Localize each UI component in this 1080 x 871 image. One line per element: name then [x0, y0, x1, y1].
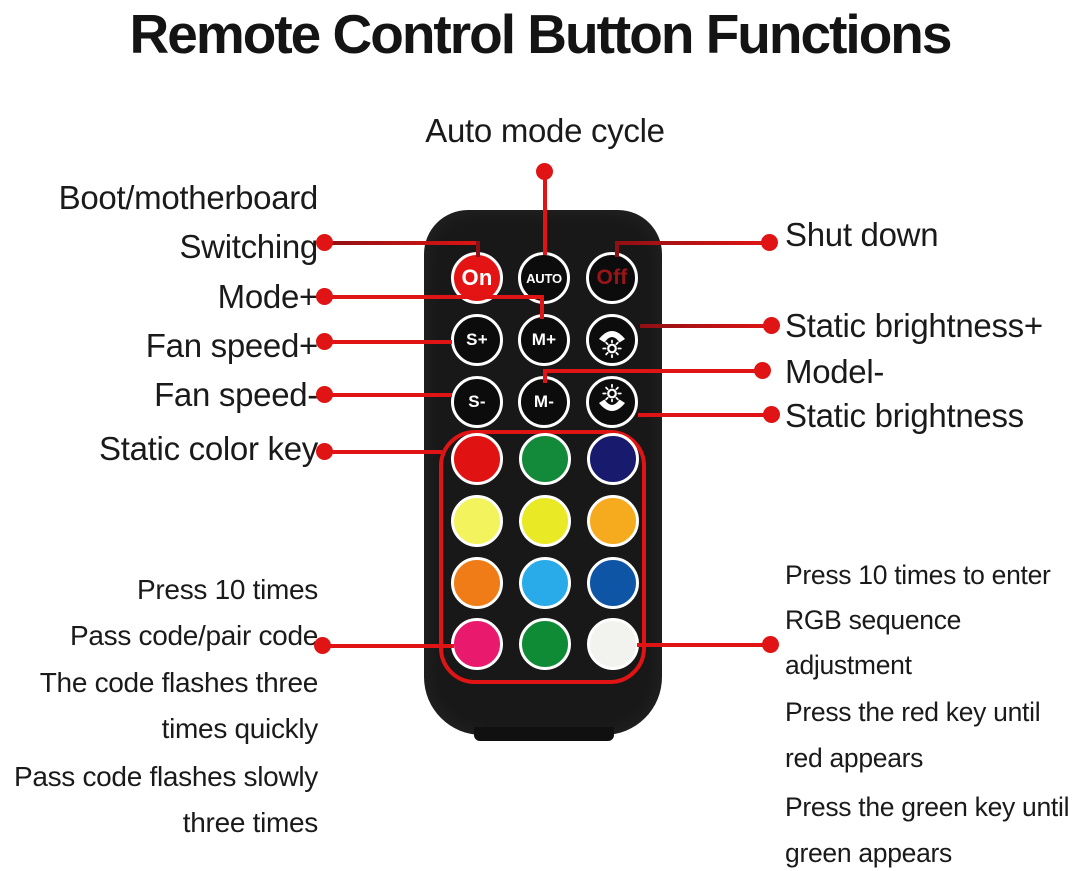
- note-green-appears: green appears: [785, 838, 953, 868]
- connector-dot-auto: [536, 163, 553, 180]
- callout-fan-speed-minus: Fan speed-: [154, 376, 318, 413]
- remote-notch: [474, 727, 614, 741]
- connector-static-brightness-plus-line: [640, 324, 772, 328]
- color-key-navy[interactable]: [587, 433, 639, 485]
- connector-model-minus-stub: [543, 369, 547, 383]
- note-press-red-key: Press the red key until: [785, 697, 1041, 727]
- connector-shutdown-stub: [615, 241, 619, 257]
- note-times-quickly: times quickly: [161, 713, 319, 744]
- connector-static-brightness-line: [638, 413, 772, 417]
- connector-fan-speed-plus-line: [325, 340, 452, 344]
- connector-rgb-adjustment-line: [637, 643, 772, 647]
- connector-model-minus-line: [545, 369, 759, 373]
- connector-dot-rgb-adjustment: [762, 636, 779, 653]
- note-rgb-sequence: RGB sequence: [785, 605, 962, 635]
- connector-fan-speed-minus-line: [325, 393, 452, 397]
- connector-dot-pass-code: [314, 637, 331, 654]
- color-key-light-yellow[interactable]: [451, 495, 503, 547]
- connector-dot-static-brightness-plus: [763, 317, 780, 334]
- connector-dot-model-minus: [754, 362, 771, 379]
- note-adjustment: adjustment: [785, 650, 912, 680]
- brightness-up-icon: [599, 331, 625, 359]
- callout-static-color-key: Static color key: [99, 430, 318, 467]
- note-red-appears: red appears: [785, 743, 924, 773]
- note-three-times: three times: [182, 807, 319, 838]
- note-press-green-key: Press the green key until: [785, 792, 1070, 822]
- off-button[interactable]: Off: [586, 252, 638, 304]
- callout-mode-plus: Mode+: [217, 278, 319, 315]
- color-key-yellow[interactable]: [519, 495, 571, 547]
- color-key-orange[interactable]: [451, 557, 503, 609]
- connector-switching-stub: [476, 241, 480, 257]
- remote-body: On AUTO Off S+ M+ S-: [424, 210, 662, 741]
- callout-auto-mode-cycle: Auto mode cycle: [425, 112, 665, 149]
- connector-dot-static-color-key: [316, 443, 333, 460]
- brightness-down-button[interactable]: [586, 376, 638, 428]
- page-title: Remote Control Button Functions: [129, 3, 953, 65]
- connector-dot-fan-speed-plus: [316, 333, 333, 350]
- connector-dot-shutdown: [761, 234, 778, 251]
- color-grid-outline: [439, 430, 646, 684]
- connector-dot-mode-plus: [316, 288, 333, 305]
- connector-switching-line: [325, 241, 480, 245]
- color-key-dark-green[interactable]: [519, 618, 571, 670]
- callout-boot-motherboard: Boot/motherboard: [58, 179, 319, 216]
- color-key-white[interactable]: [587, 618, 639, 670]
- note-press-10-times: Press 10 times: [137, 574, 318, 605]
- auto-button[interactable]: AUTO: [518, 252, 570, 304]
- connector-static-color-key-line: [325, 450, 442, 454]
- callout-fan-speed-plus: Fan speed+: [145, 327, 319, 364]
- color-key-blue[interactable]: [587, 557, 639, 609]
- connector-pass-code-line: [323, 644, 454, 648]
- brightness-up-button[interactable]: [586, 314, 638, 366]
- connector-dot-switching: [316, 234, 333, 251]
- callout-model-minus: Model-: [785, 353, 885, 390]
- s-minus-button[interactable]: S-: [451, 376, 503, 428]
- connector-mode-plus-stub: [540, 295, 544, 319]
- m-plus-button[interactable]: M+: [518, 314, 570, 366]
- callout-shut-down: Shut down: [785, 216, 939, 253]
- m-minus-button[interactable]: M-: [518, 376, 570, 428]
- color-key-amber[interactable]: [587, 495, 639, 547]
- callout-switching: Switching: [179, 228, 318, 265]
- note-code-flashes-three: The code flashes three: [39, 667, 319, 698]
- callout-static-brightness: Static brightness: [785, 397, 1024, 434]
- note-pass-code-pair-code: Pass code/pair code: [69, 620, 318, 651]
- note-pass-code-flashes-slowly: Pass code flashes slowly: [13, 761, 318, 792]
- callout-static-brightness-plus: Static brightness+: [785, 307, 1043, 344]
- s-plus-button[interactable]: S+: [451, 314, 503, 366]
- color-key-green[interactable]: [519, 433, 571, 485]
- connector-mode-plus-line: [325, 295, 544, 299]
- color-key-red[interactable]: [451, 433, 503, 485]
- connector-dot-fan-speed-minus: [316, 386, 333, 403]
- connector-shutdown-line: [615, 241, 767, 245]
- color-key-sky-blue[interactable]: [519, 557, 571, 609]
- connector-auto-line: [543, 171, 547, 255]
- color-key-magenta[interactable]: [451, 618, 503, 670]
- connector-dot-static-brightness: [763, 406, 780, 423]
- brightness-down-icon: [599, 383, 625, 411]
- note-press-10-times-enter: Press 10 times to enter: [785, 560, 1051, 590]
